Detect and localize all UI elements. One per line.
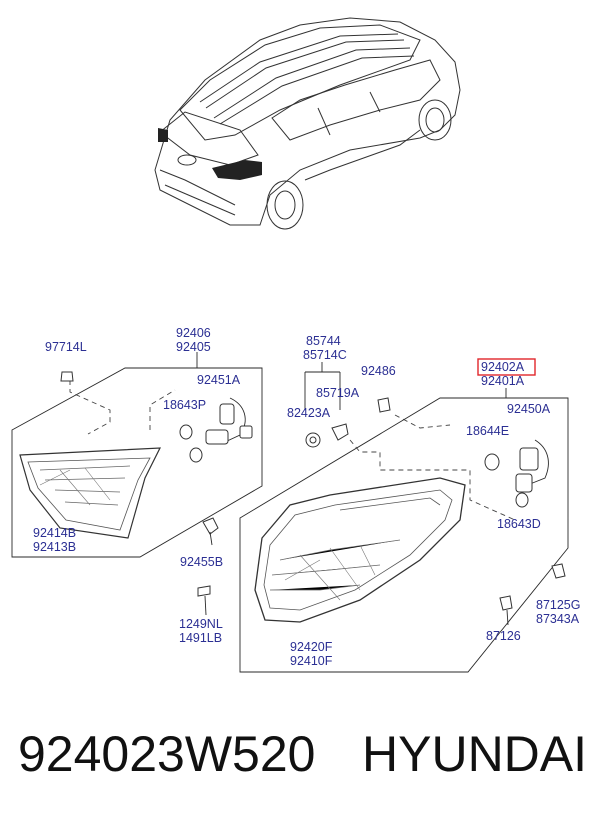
label-92486: 92486 xyxy=(361,364,396,378)
brand-name: HYUNDAI xyxy=(362,726,588,782)
label-1249nl: 1249NL xyxy=(179,617,223,631)
label-85744: 85744 xyxy=(306,334,341,348)
bolt-1249nl xyxy=(197,585,211,616)
label-92414b: 92414B xyxy=(33,526,76,540)
part-number: 924023W520 xyxy=(18,726,316,782)
label-85714c: 85714C xyxy=(303,348,347,362)
label-18644e: 18644E xyxy=(466,424,509,438)
middle-hardware xyxy=(304,362,391,448)
label-92401a: 92401A xyxy=(481,374,525,388)
label-18643d: 18643D xyxy=(497,517,541,531)
inner-lamp-group xyxy=(11,352,263,558)
label-92405: 92405 xyxy=(176,340,211,354)
inner-lamp xyxy=(19,447,161,539)
label-92450a: 92450A xyxy=(507,402,551,416)
label-85719a: 85719A xyxy=(316,386,360,400)
label-92402a: 92402A xyxy=(481,360,525,374)
label-92451a: 92451A xyxy=(197,373,241,387)
label-92410f: 92410F xyxy=(290,654,333,668)
socket-92451a xyxy=(205,397,253,445)
label-82423a: 82423A xyxy=(287,406,331,420)
nut-97714l xyxy=(60,371,74,382)
label-87125g: 87125G xyxy=(536,598,580,612)
label-1491lb: 1491LB xyxy=(179,631,222,645)
socket-92450a xyxy=(515,439,549,493)
label-92406: 92406 xyxy=(176,326,211,340)
label-92455b: 92455B xyxy=(180,555,223,569)
label-92413b: 92413B xyxy=(33,540,76,554)
outer-lamp-group xyxy=(239,388,569,673)
label-18643p: 18643P xyxy=(163,398,206,412)
vehicle-illustration xyxy=(154,17,461,230)
label-97714l: 97714L xyxy=(45,340,87,354)
label-92420f: 92420F xyxy=(290,640,333,654)
footer: 924023W520 HYUNDAI xyxy=(0,725,600,805)
label-87343a: 87343A xyxy=(536,612,580,626)
highlight-box xyxy=(477,358,536,376)
label-87126: 87126 xyxy=(486,629,521,643)
parts-diagram: 97714L 92406 92405 92451A 18643P 92414B … xyxy=(11,17,580,673)
outer-lamp xyxy=(254,477,466,623)
